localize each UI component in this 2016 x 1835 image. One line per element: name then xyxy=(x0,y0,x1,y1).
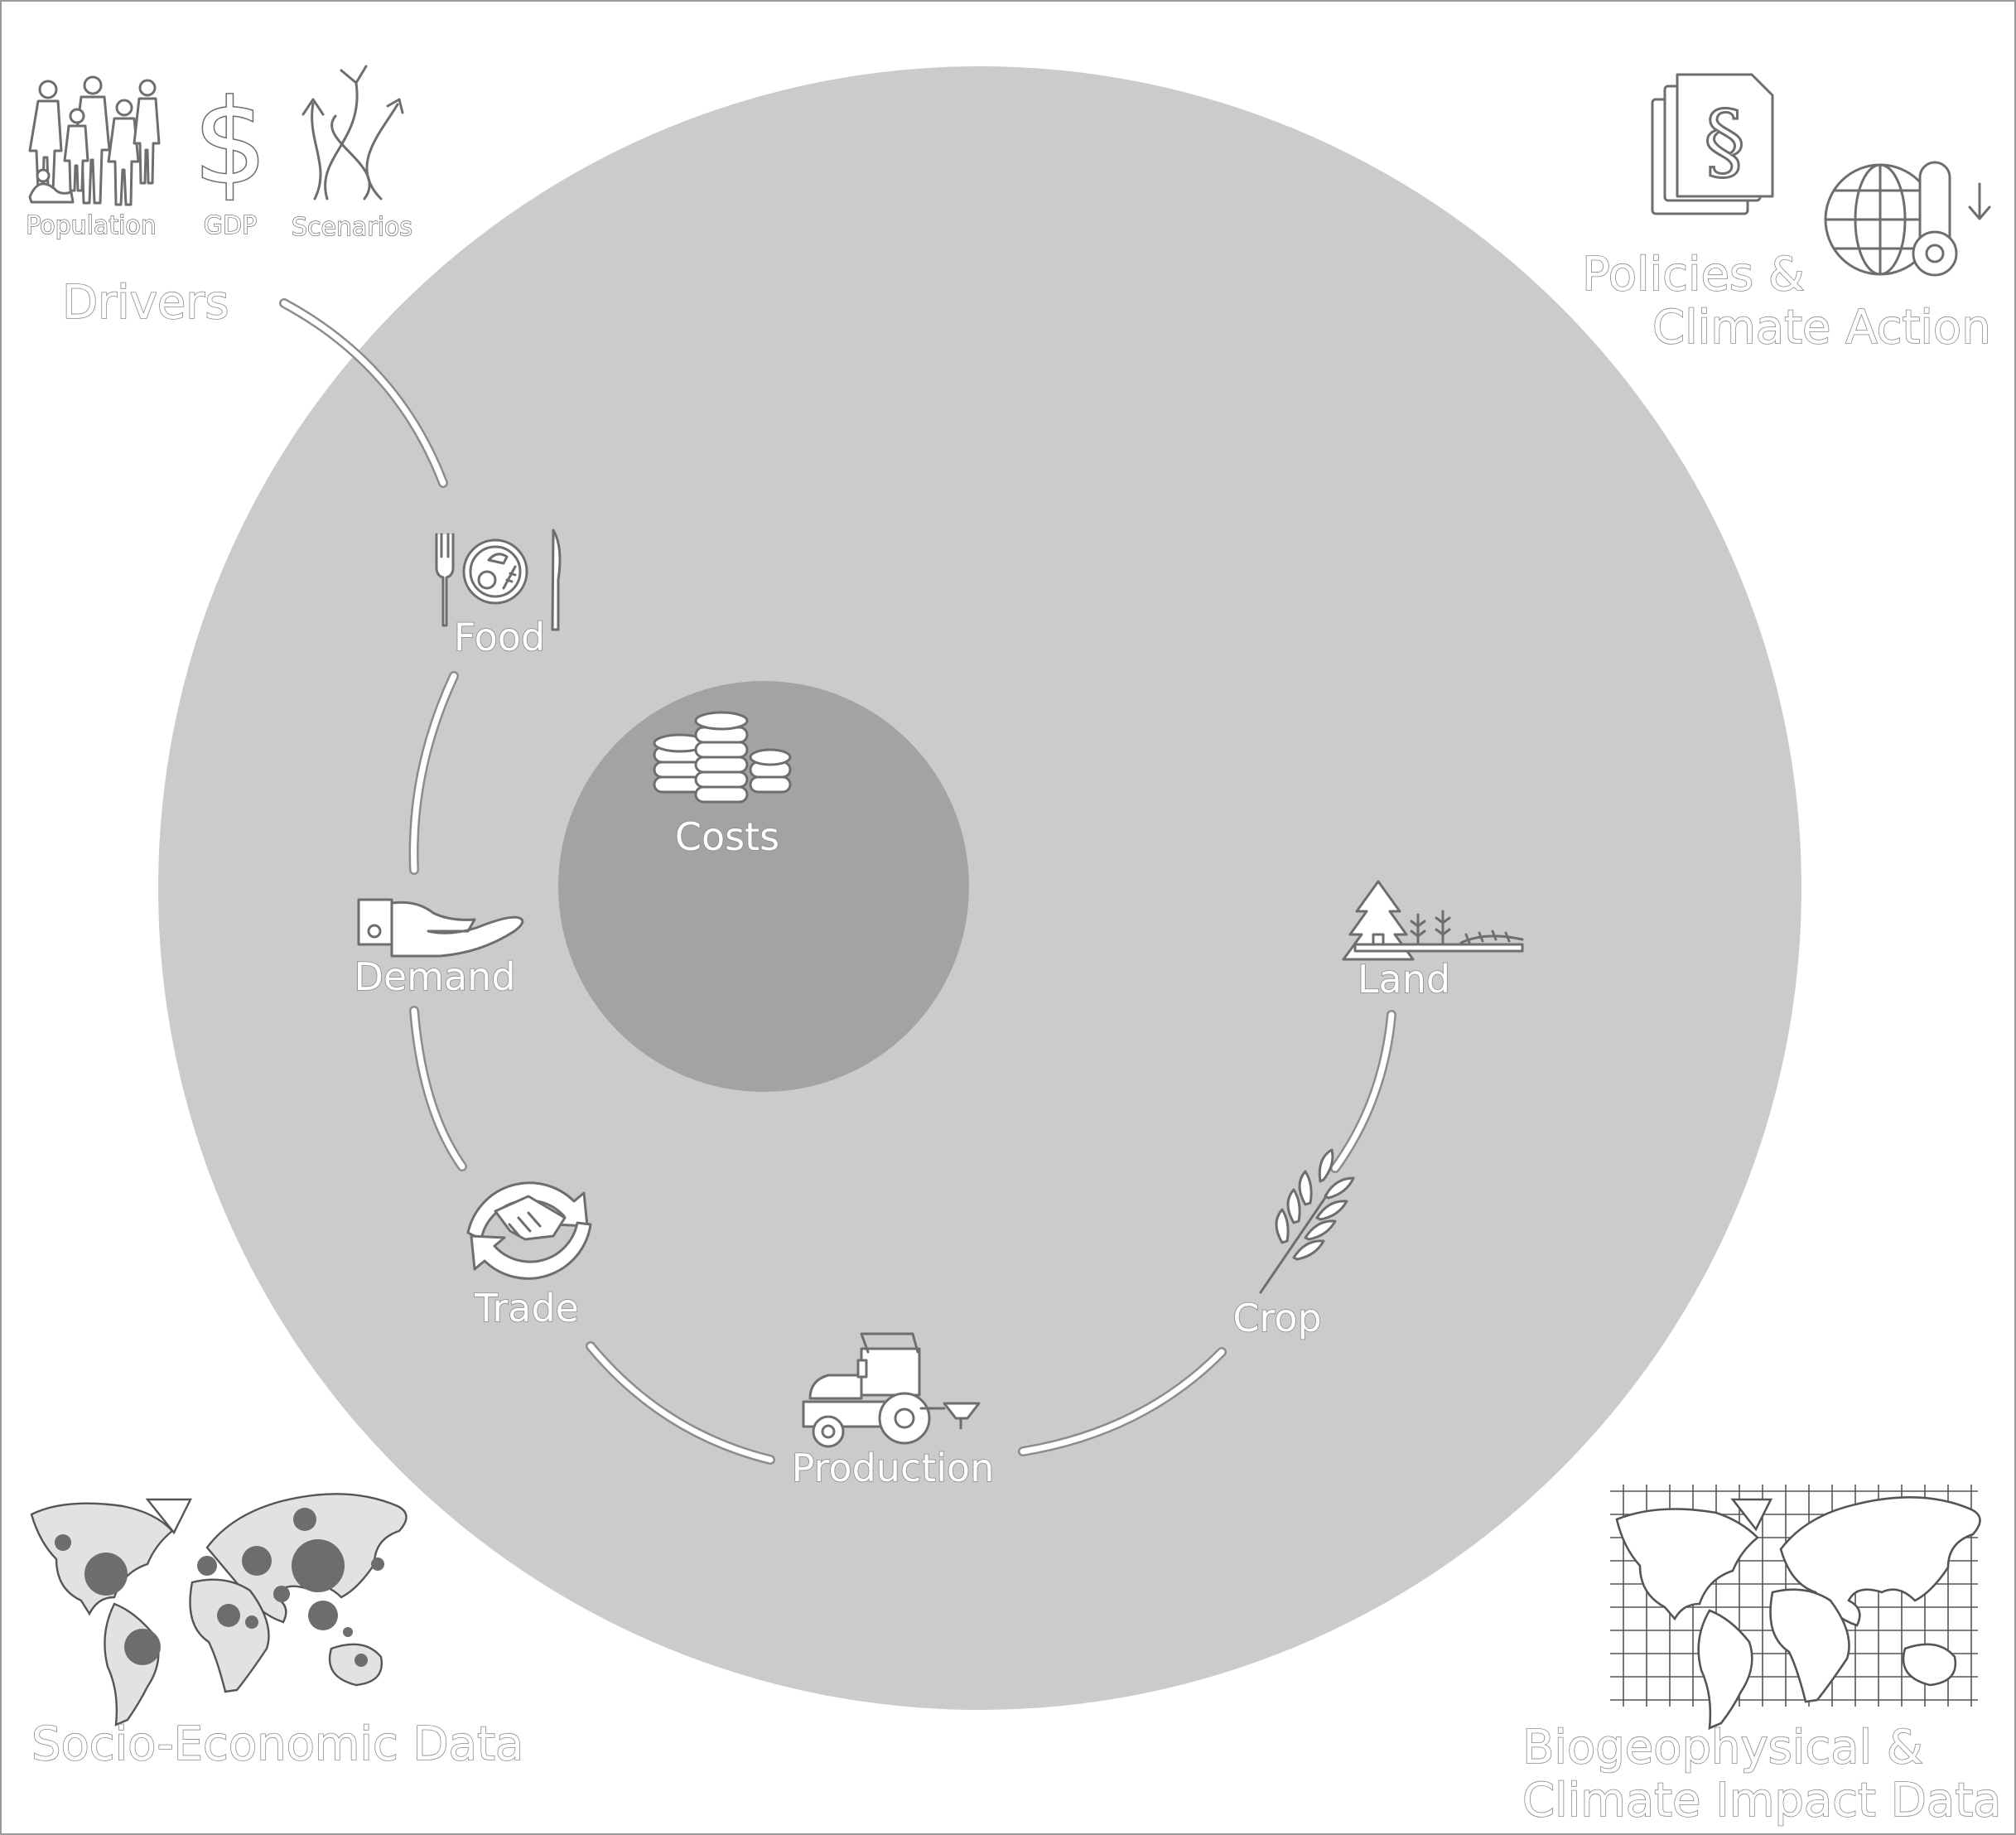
connector-drivers-food xyxy=(279,298,448,488)
biogeophysical-grid-map-icon xyxy=(1610,1485,1981,1731)
biogeophysical-label-line1: Biogeophysical & xyxy=(1522,1721,1923,1775)
trade-handshake-icon xyxy=(466,1181,592,1280)
policy-document-icon: § xyxy=(1651,73,1774,215)
gdp-label: GDP xyxy=(204,211,257,240)
costs-label: Costs xyxy=(675,814,779,859)
demand-hand-icon xyxy=(357,898,524,958)
costs-circle xyxy=(558,681,969,1092)
climate-globe-icon xyxy=(1824,161,1991,277)
policies-title-line1: Policies & xyxy=(1582,248,1805,302)
connector-trade-production xyxy=(586,1341,775,1465)
crop-wheat-icon xyxy=(1259,1148,1355,1294)
svg-text:§: § xyxy=(1704,93,1745,190)
land-icon xyxy=(1342,880,1524,961)
connector-production-crop xyxy=(1018,1347,1227,1456)
land-label: Land xyxy=(1358,957,1450,1002)
production-label: Production xyxy=(792,1446,995,1490)
costs-coins-icon xyxy=(653,711,792,804)
socio-economic-map-icon xyxy=(30,1493,408,1726)
biogeophysical-label-line2: Climate Impact Data xyxy=(1522,1774,2001,1828)
connector-demand-trade xyxy=(409,1006,467,1171)
crop-label: Crop xyxy=(1232,1296,1321,1340)
outer-circle xyxy=(158,66,1801,1710)
connector-food-demand xyxy=(408,671,459,875)
socio-economic-label: Socio-Economic Data xyxy=(31,1717,523,1771)
scenarios-label: Scenarios xyxy=(292,213,412,242)
drivers-title: Drivers xyxy=(62,276,229,330)
policies-title-line2: Climate Action xyxy=(1652,301,1991,355)
demand-label: Demand xyxy=(354,954,515,999)
population-icon xyxy=(28,75,161,206)
svg-text:$: $ xyxy=(193,75,267,210)
food-label: Food xyxy=(454,615,545,659)
connector-crop-land xyxy=(1330,1010,1396,1173)
dollar-icon: $ xyxy=(192,75,268,212)
production-tractor-icon xyxy=(802,1332,981,1448)
scenarios-icon xyxy=(301,65,404,200)
population-label: Population xyxy=(26,211,157,240)
food-plate-icon xyxy=(435,529,562,631)
trade-label: Trade xyxy=(474,1286,579,1330)
